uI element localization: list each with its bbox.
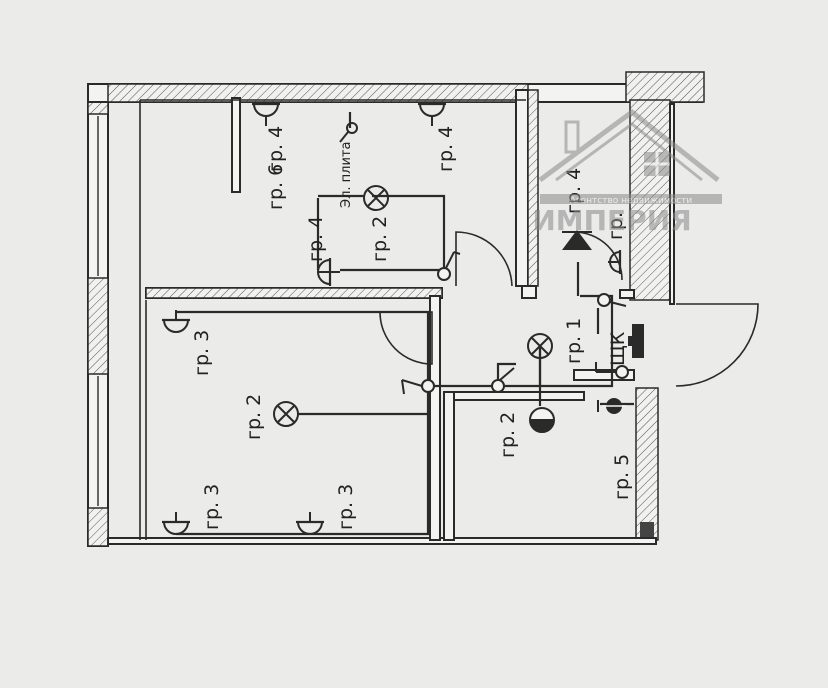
interior-walls xyxy=(145,89,635,541)
panel-box-icon xyxy=(628,324,644,358)
kitchen-socket-top-right-icon xyxy=(418,102,446,126)
label-room-socket-bottom-left: гр. 3 xyxy=(201,484,223,530)
room-socket-bottom-right-icon xyxy=(296,512,324,535)
label-room-socket-bottom-right: гр. 3 xyxy=(335,484,357,530)
wiring xyxy=(176,112,634,536)
room-switch-icon xyxy=(401,379,435,395)
watermark-tagline: Агентство недвижимости xyxy=(570,196,693,206)
label-kitchen-socket-left: гр. 4 xyxy=(265,126,287,172)
room-outlines xyxy=(139,99,526,540)
label-hall-socket-small: гр. xyxy=(605,212,627,240)
kitchen-light-icon xyxy=(363,185,389,211)
label-kitchen-light: гр. 2 xyxy=(369,216,391,262)
bath-light-icon xyxy=(529,407,555,433)
kitchen-socket-top-left-icon xyxy=(252,102,280,126)
stove-outlet-icon xyxy=(339,122,358,143)
meter-triangle-icon xyxy=(562,230,592,250)
room-light-icon xyxy=(273,401,299,427)
corridor-switch-icon xyxy=(491,367,515,393)
room-socket-bottom-left-icon xyxy=(162,512,190,535)
kitchen-switch-icon xyxy=(437,251,461,281)
watermark-logo: Агентство недвижимости ИМПЕРИЯ xyxy=(532,108,722,237)
hall-switch-icon xyxy=(597,293,627,307)
label-kitchen-stove: гр. 6 xyxy=(265,164,287,210)
label-room-socket-top: гр. 3 xyxy=(191,330,213,376)
label-kitchen-socket-right: гр. 4 xyxy=(435,126,457,172)
bath-socket-icon xyxy=(597,398,626,414)
hall-light-icon xyxy=(527,333,553,359)
label-kitchen-stove-note: Эл. плита xyxy=(339,142,354,208)
room-socket-top-icon xyxy=(162,310,190,333)
label-bath-socket: гр. 5 xyxy=(611,454,633,500)
label-room-light: гр. 2 xyxy=(243,394,265,440)
label-kitchen-socket-bottom: гр. 4 xyxy=(305,216,327,262)
bath-switch-icon xyxy=(595,362,629,379)
label-panel: ЩК xyxy=(607,331,629,366)
hall-socket-icon xyxy=(608,250,622,274)
watermark-brand: ИМПЕРИЯ xyxy=(532,204,691,237)
label-corridor-switch: гр. 2 xyxy=(497,412,519,458)
kitchen-socket-bottom-icon xyxy=(317,258,340,286)
label-hall-light: гр. 1 xyxy=(563,318,585,364)
